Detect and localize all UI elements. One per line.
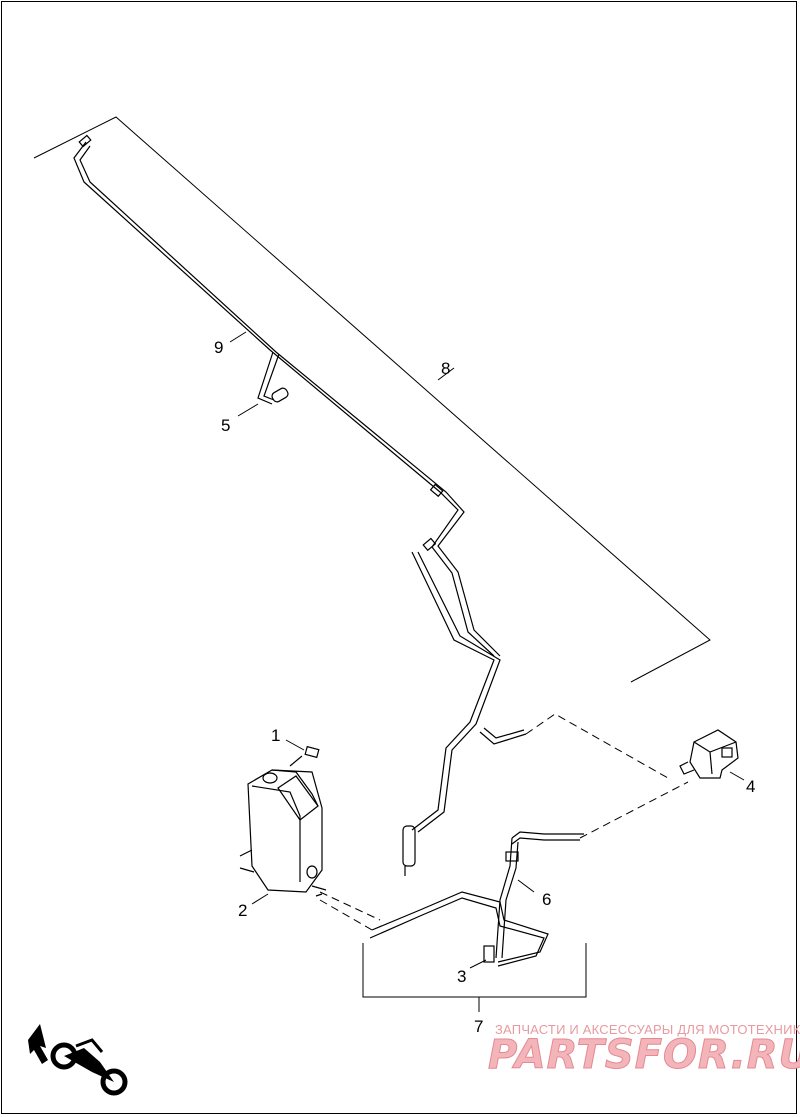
- motorcycle-icon: [50, 1038, 128, 1096]
- callout-9: 9: [214, 338, 223, 357]
- watermark-caption: ЗАПЧАСТИ И АКСЕССУАРЫ ДЛЯ МОТОТЕХНИКИ: [495, 1022, 800, 1037]
- screw: [289, 745, 320, 767]
- watermark-logo: PARTSFOR.RU: [487, 1032, 800, 1079]
- group-bracket-8: [33, 116, 711, 683]
- callout-6: 6: [542, 890, 551, 909]
- callout-1: 1: [271, 726, 280, 745]
- callout-2: 2: [238, 901, 247, 920]
- branch-hose: [257, 351, 289, 405]
- connection-lines: [319, 713, 689, 931]
- callout-4: 4: [746, 777, 755, 796]
- front-direction-arrow-icon: [28, 1024, 48, 1064]
- group-bracket-7: [362, 943, 587, 1012]
- callout-5: 5: [221, 416, 230, 435]
- callout-8: 8: [441, 359, 450, 378]
- lower-hose: [402, 551, 527, 876]
- vapor-valve: [679, 729, 739, 779]
- upper-hose: [73, 134, 501, 657]
- callout-7: 7: [474, 1017, 483, 1036]
- callout-3: 3: [457, 967, 466, 986]
- charcoal-canister: [239, 769, 327, 897]
- bottom-hose-assembly: [369, 831, 584, 967]
- leader-lines: [229, 331, 745, 969]
